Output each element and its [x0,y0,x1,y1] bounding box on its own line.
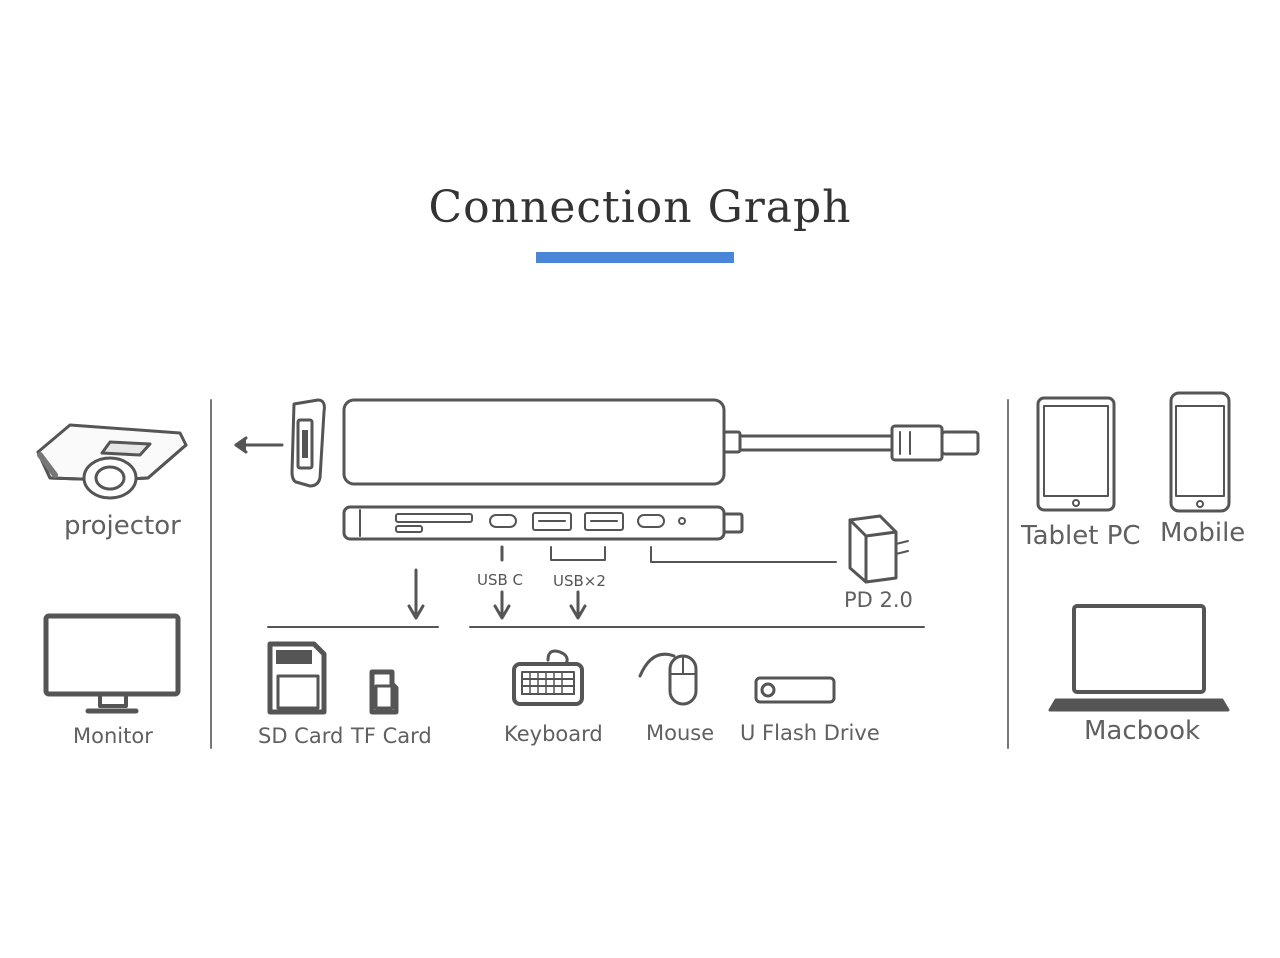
power-adapter-icon [848,514,909,584]
usb-x2-bracket [550,546,606,620]
keyboard-icon [512,649,584,706]
macbook-label: Macbook [1084,716,1201,746]
projector-icon [36,423,188,500]
sd-card-label: SD Card [258,724,344,748]
mobile-icon [1169,391,1231,513]
usb-c-arrow [493,545,511,620]
pd-line [650,546,837,563]
keyboard-label: Keyboard [504,722,603,746]
monitor-label: Monitor [73,724,153,748]
flash-drive-label: U Flash Drive [740,721,880,745]
macbook-icon [1048,604,1230,712]
hub-top-view [342,398,980,486]
pd-label: PD 2.0 [844,588,913,612]
tablet-icon [1036,396,1116,512]
tf-card-label: TF Card [351,724,432,748]
card-reader-arrow [407,568,425,620]
tablet-label: Tablet PC [1021,521,1141,551]
usb-c-label: USB C [477,571,524,589]
flash-drive-icon [754,676,836,704]
hdmi-arrow [234,436,284,454]
projector-label: projector [64,511,181,541]
usb-x2-label: USB×2 [553,572,606,590]
sd-card-icon [267,641,327,715]
monitor-icon [43,613,181,714]
mouse-icon [638,652,698,706]
title-underline [536,252,734,263]
mobile-label: Mobile [1160,518,1246,548]
tf-card-icon [369,669,399,715]
hdmi-port-icon [290,398,326,488]
mouse-label: Mouse [646,721,715,745]
page-title: Connection Graph [428,182,852,233]
hub-side-view [342,505,744,541]
